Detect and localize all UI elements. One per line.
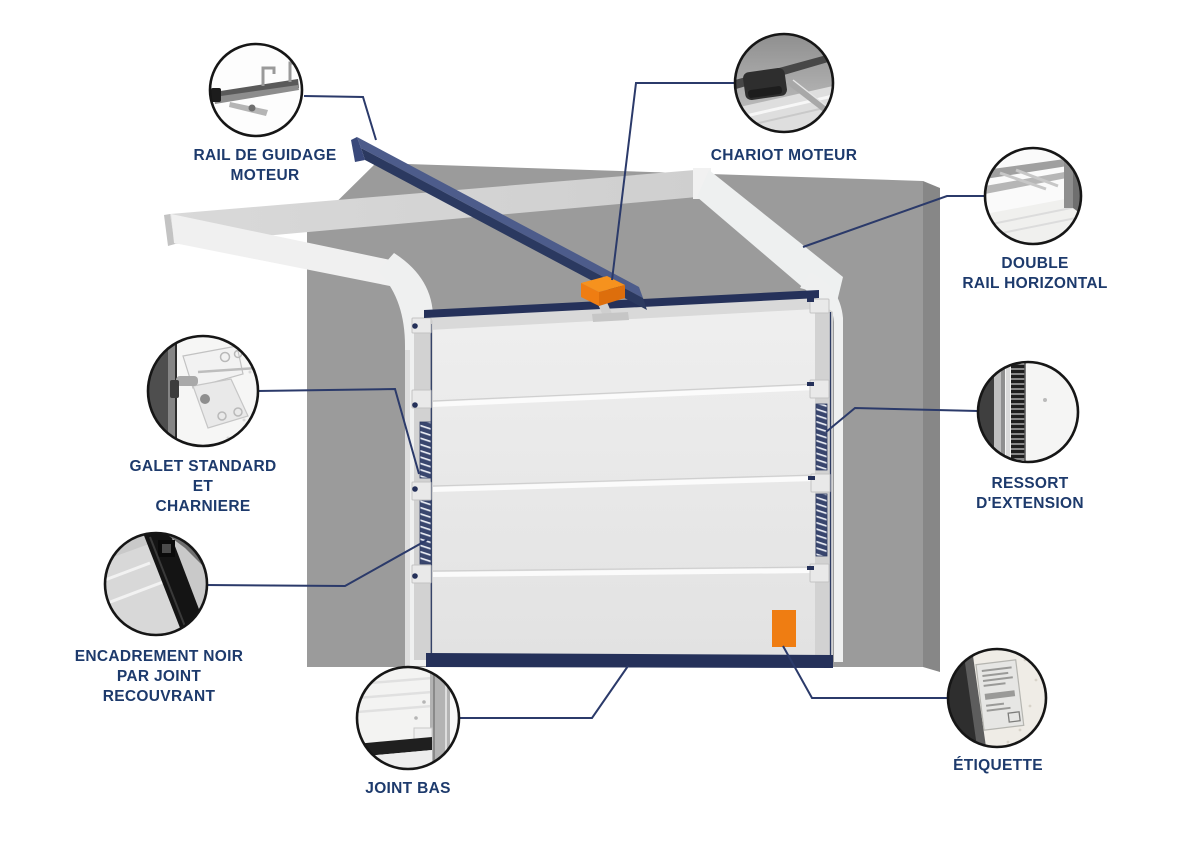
left-jamb-shadow [405,350,410,666]
connector-double-rail [802,195,985,248]
door [411,290,833,668]
motor-guide-rail-side [361,148,647,310]
door-top-profile [424,290,819,318]
connector-encadrement [205,539,428,588]
left-frame-arm [171,214,400,287]
connector-etiquette [782,645,949,699]
hinge-pins [412,323,418,579]
connector-galet [256,387,420,475]
label-joint-bas: JOINT BAS [365,780,451,797]
label-ressort: RESSORT D'EXTENSION [976,475,1084,512]
label-double-rail: DOUBLE RAIL HORIZONTAL [962,255,1108,292]
panel-separator-1 [433,385,816,407]
ceiling-edge-band [170,170,697,244]
wall-right-side-face [923,181,940,672]
bottom-seal-bar [426,653,833,668]
motor-guide-rail-endcap [351,137,365,162]
callout-photo-double-rail [983,146,1083,246]
ceiling-edge-endcap [164,214,175,246]
etiquette-marker [772,610,796,647]
connector-ressort [825,406,979,433]
connector-rail-guidage [303,95,377,141]
door-panels [433,297,816,658]
right-jamb [800,272,843,662]
left-rail [411,317,433,660]
label-encadrement: ENCADREMENT NOIR PAR JOINT RECOUVRANT [74,648,244,705]
callout-photo-ressort [976,360,1080,464]
bracket-marks [807,298,815,570]
callout-photo-rail-guidage [208,42,304,138]
panel-separator-3 [433,568,816,577]
label-rail-guidage: RAIL DE GUIDAGE MOTEUR [193,147,337,184]
callout-photo-encadrement [103,531,209,637]
callout-photo-galet [146,334,260,448]
label-chariot: CHARIOT MOTEUR [710,147,858,164]
connector-joint-bas [458,665,629,719]
callout-photo-chariot [733,32,835,134]
right-rail [807,298,833,658]
motor-rail-assembly [351,137,647,322]
callout-photo-etiquette [946,647,1048,749]
label-etiquette: ÉTIQUETTE [953,757,1043,774]
panel-separator-2 [433,476,816,492]
separator-shadow [432,383,817,402]
motor-guide-rail-top [357,137,643,298]
label-galet: GALET STANDARD ET CHARNIERE [129,458,277,515]
motor-trolley [581,276,625,306]
separator-shadow [432,474,817,487]
connector-chariot [611,82,735,281]
callout-photo-joint-bas [355,665,461,771]
trolley-plate [592,312,629,322]
callout-connectors [205,82,985,719]
separator-shadow [432,566,817,572]
